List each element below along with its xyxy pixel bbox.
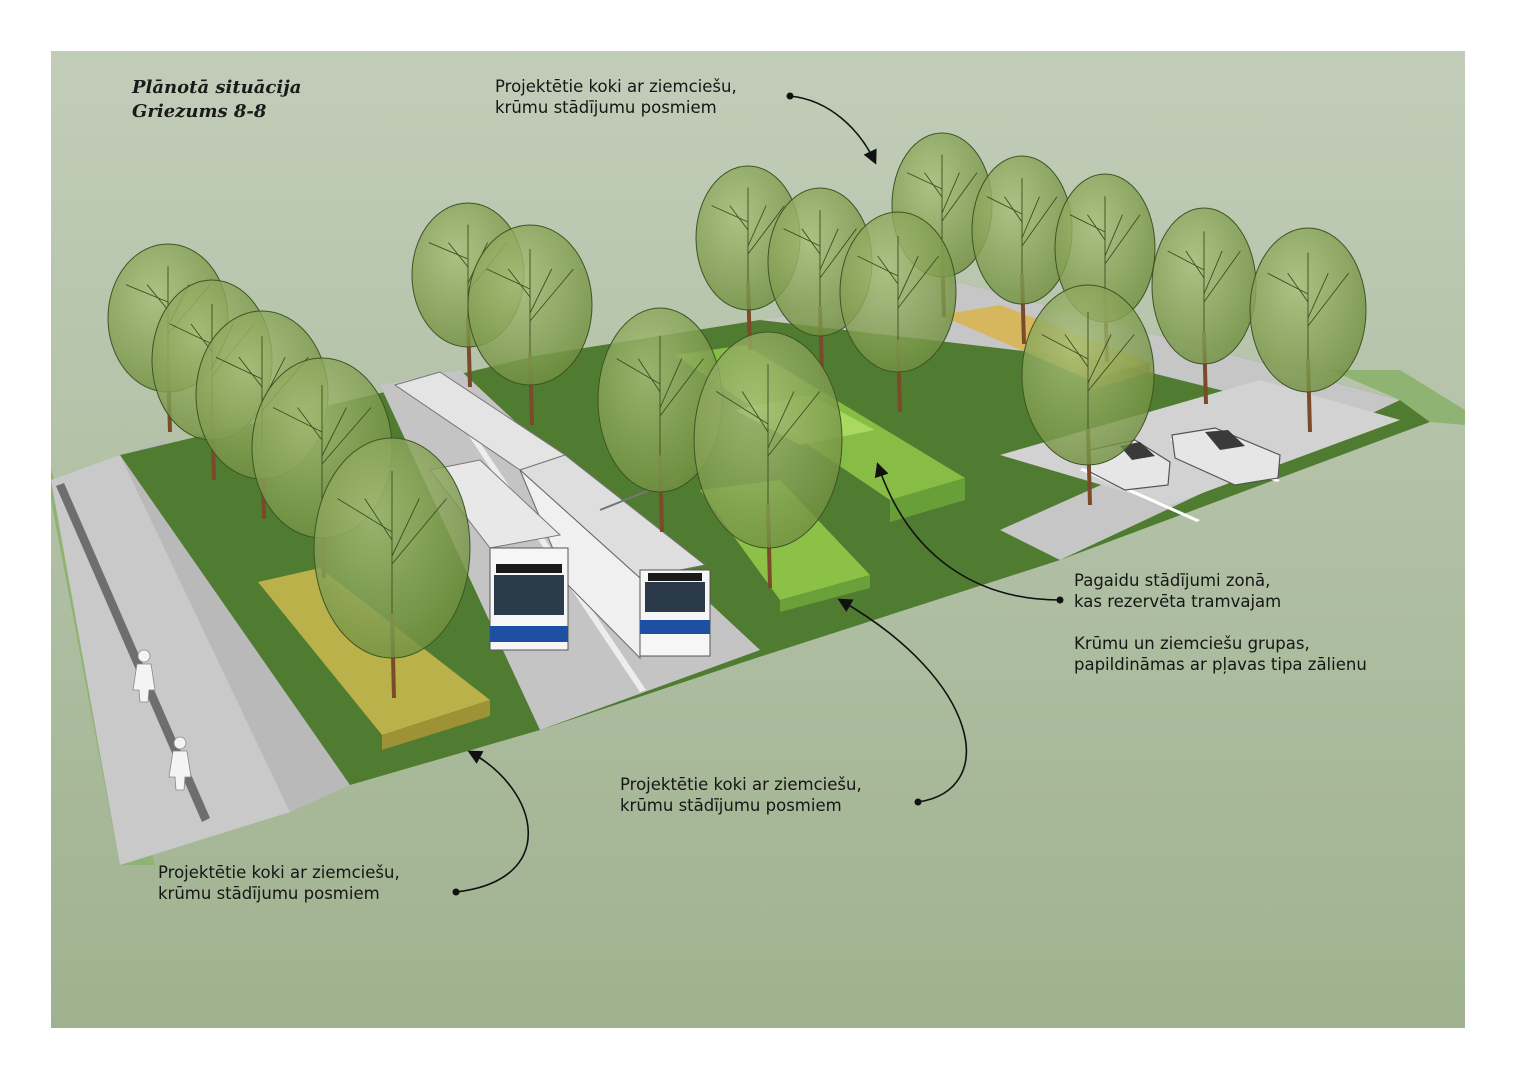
trolleybus: [393, 371, 711, 660]
tree: [693, 331, 843, 589]
leader-top-dot: [786, 92, 794, 100]
callout-groups: Krūmu un ziemciešu grupas, papildināmas …: [1074, 633, 1367, 675]
tree: [1021, 284, 1155, 506]
trolleybus-stripe: [640, 620, 710, 634]
parked-car-2: [1171, 427, 1281, 486]
callout-groups-line-2: papildināmas ar pļavas tipa zālienu: [1074, 655, 1367, 674]
tree-branches: [711, 187, 785, 282]
tree-branches: [428, 224, 508, 319]
leader-top: [789, 95, 877, 165]
trolleybus-side: [519, 469, 641, 660]
bus: [429, 459, 569, 651]
title-line-2: Griezums 8-8: [132, 101, 267, 122]
tram-planting-side: [890, 478, 965, 522]
callout-tram-zone-line-2: kas rezervēta tramvajam: [1074, 592, 1282, 611]
tree-branches: [783, 210, 857, 307]
bus-sign: [496, 564, 562, 573]
far-right-grass: [1330, 370, 1465, 425]
tree-branches: [1069, 196, 1141, 293]
callout-bottom: Projektētie koki ar ziemciešu, krūmu stā…: [158, 862, 400, 904]
tree: [467, 224, 593, 426]
leader-tram-zone-dot: [1056, 596, 1064, 604]
title-line-1: Plānotā situācija: [132, 77, 302, 98]
callout-bottom-line-1: Projektētie koki ar ziemciešu,: [158, 863, 400, 882]
tree-branches: [986, 178, 1058, 275]
callout-top: Projektētie koki ar ziemciešu, krūmu stā…: [495, 76, 737, 118]
callout-groups-line-1: Krūmu un ziemciešu grupas,: [1074, 634, 1310, 653]
leader-tram-zone: [874, 462, 1061, 601]
tree-branches: [616, 335, 704, 456]
trolleybus-sign: [648, 573, 702, 581]
tree-branches: [1167, 231, 1241, 333]
leader-bottom: [455, 750, 529, 893]
tree-branches: [1041, 312, 1135, 429]
leader-middle-dot: [914, 798, 922, 806]
diagram-title: Plānotā situācija Griezums 8-8: [132, 76, 301, 124]
callout-bottom-line-2: krūmu stādījumu posmiem: [158, 884, 380, 903]
tree-branches: [906, 154, 978, 249]
tree-branches: [715, 364, 821, 505]
leader-middle: [837, 598, 967, 803]
callout-middle: Projektētie koki ar ziemciešu, krūmu stā…: [620, 774, 862, 816]
callout-top-line-1: Projektētie koki ar ziemciešu,: [495, 77, 737, 96]
tree-branches: [337, 471, 447, 614]
callout-top-line-2: krūmu stādījumu posmiem: [495, 98, 717, 117]
tree-branches: [215, 336, 309, 446]
yellow-planter-left-side: [382, 700, 490, 750]
bus-roof: [429, 459, 562, 549]
tree-group: [107, 132, 1367, 699]
pedestrian-2: [168, 736, 192, 791]
tree: [597, 307, 723, 533]
bus-stripe: [490, 626, 568, 642]
tree-branches: [272, 385, 372, 502]
car-windshield: [1205, 430, 1245, 450]
callout-tram-zone: Pagaidu stādījumi zonā, kas rezervēta tr…: [1074, 570, 1281, 612]
tree-branches: [857, 236, 939, 340]
pedestrian-1: [132, 649, 156, 703]
tree: [839, 211, 957, 413]
callout-middle-line-2: krūmu stādījumu posmiem: [620, 796, 842, 815]
car-body: [1171, 427, 1281, 486]
left-cycle-line: [56, 483, 210, 822]
trolleybus-window: [645, 582, 705, 612]
callout-tram-zone-line-1: Pagaidu stādījumi zonā,: [1074, 571, 1271, 590]
tree: [313, 437, 471, 699]
leader-bottom-dot: [452, 888, 460, 896]
bus-window: [494, 575, 564, 615]
callout-middle-line-1: Projektētie koki ar ziemciešu,: [620, 775, 862, 794]
green-planter-side: [780, 575, 870, 612]
tree: [1249, 227, 1367, 433]
tree-branches: [1267, 252, 1349, 360]
tree-branches: [486, 249, 574, 353]
left-sidewalk: [51, 455, 290, 865]
